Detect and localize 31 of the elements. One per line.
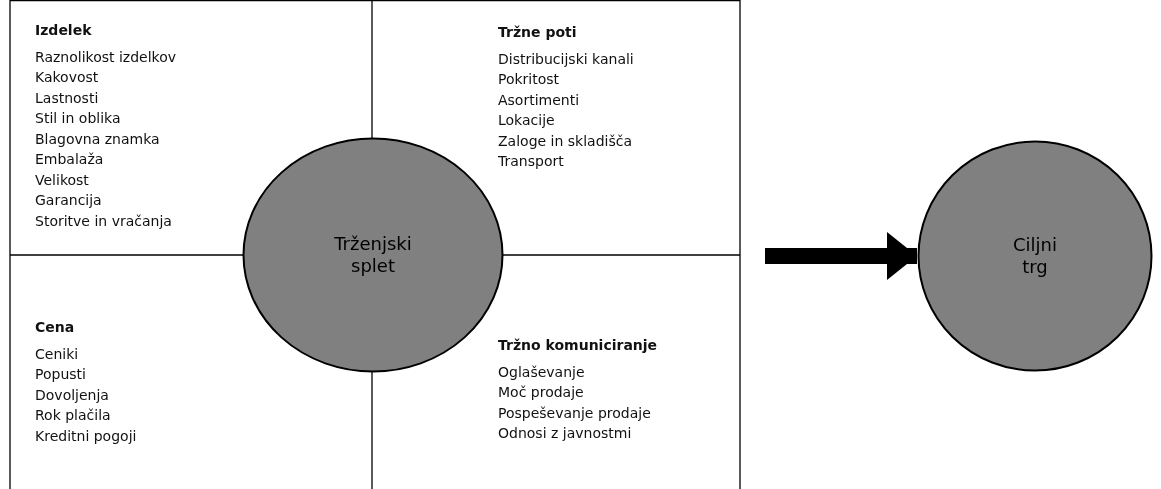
quadrant-heading: Tržno komuniciranje — [498, 336, 658, 355]
list-item: Velikost — [35, 170, 89, 190]
list-item: Garancija — [35, 191, 102, 210]
quadrant-heading: Tržne poti — [498, 23, 577, 42]
list-item: Asortimenti — [498, 90, 580, 110]
list-item: Pokritost — [498, 70, 560, 89]
list-item: Transport — [498, 152, 564, 171]
list-item: Distribucijski kanali — [498, 49, 634, 69]
list-item: Lokacije — [498, 111, 555, 130]
quadrant-heading: Izdelek — [35, 21, 92, 40]
list-item: Pospeševanje prodaje — [498, 403, 651, 423]
list-item: Blagovna znamka — [35, 129, 160, 149]
list-item: Ceniki — [35, 344, 79, 364]
list-item: Embalaža — [35, 150, 104, 169]
list-item: Rok plačila — [35, 406, 111, 425]
list-item: Moč prodaje — [498, 383, 584, 402]
list-item: Zaloge in skladišča — [498, 131, 632, 151]
arrow — [765, 232, 917, 280]
ellipse-label: Trženjski splet — [334, 233, 412, 277]
list-item: Kreditni pogoji — [35, 426, 137, 446]
list-item: Oglaševanje — [498, 362, 585, 382]
list-item: Raznolikost izdelkov — [35, 47, 177, 67]
list-item: Kakovost — [35, 68, 99, 87]
list-item: Dovoljenja — [35, 385, 109, 405]
list-item: Storitve in vračanja — [35, 211, 172, 231]
list-item: Stil in oblika — [35, 109, 121, 128]
list-item: Lastnosti — [35, 88, 99, 108]
quadrant-heading: Cena — [35, 318, 75, 337]
ellipse-label: Ciljni trg — [1013, 234, 1057, 278]
list-item: Odnosi z javnostmi — [498, 424, 632, 443]
list-item: Popusti — [35, 365, 86, 384]
